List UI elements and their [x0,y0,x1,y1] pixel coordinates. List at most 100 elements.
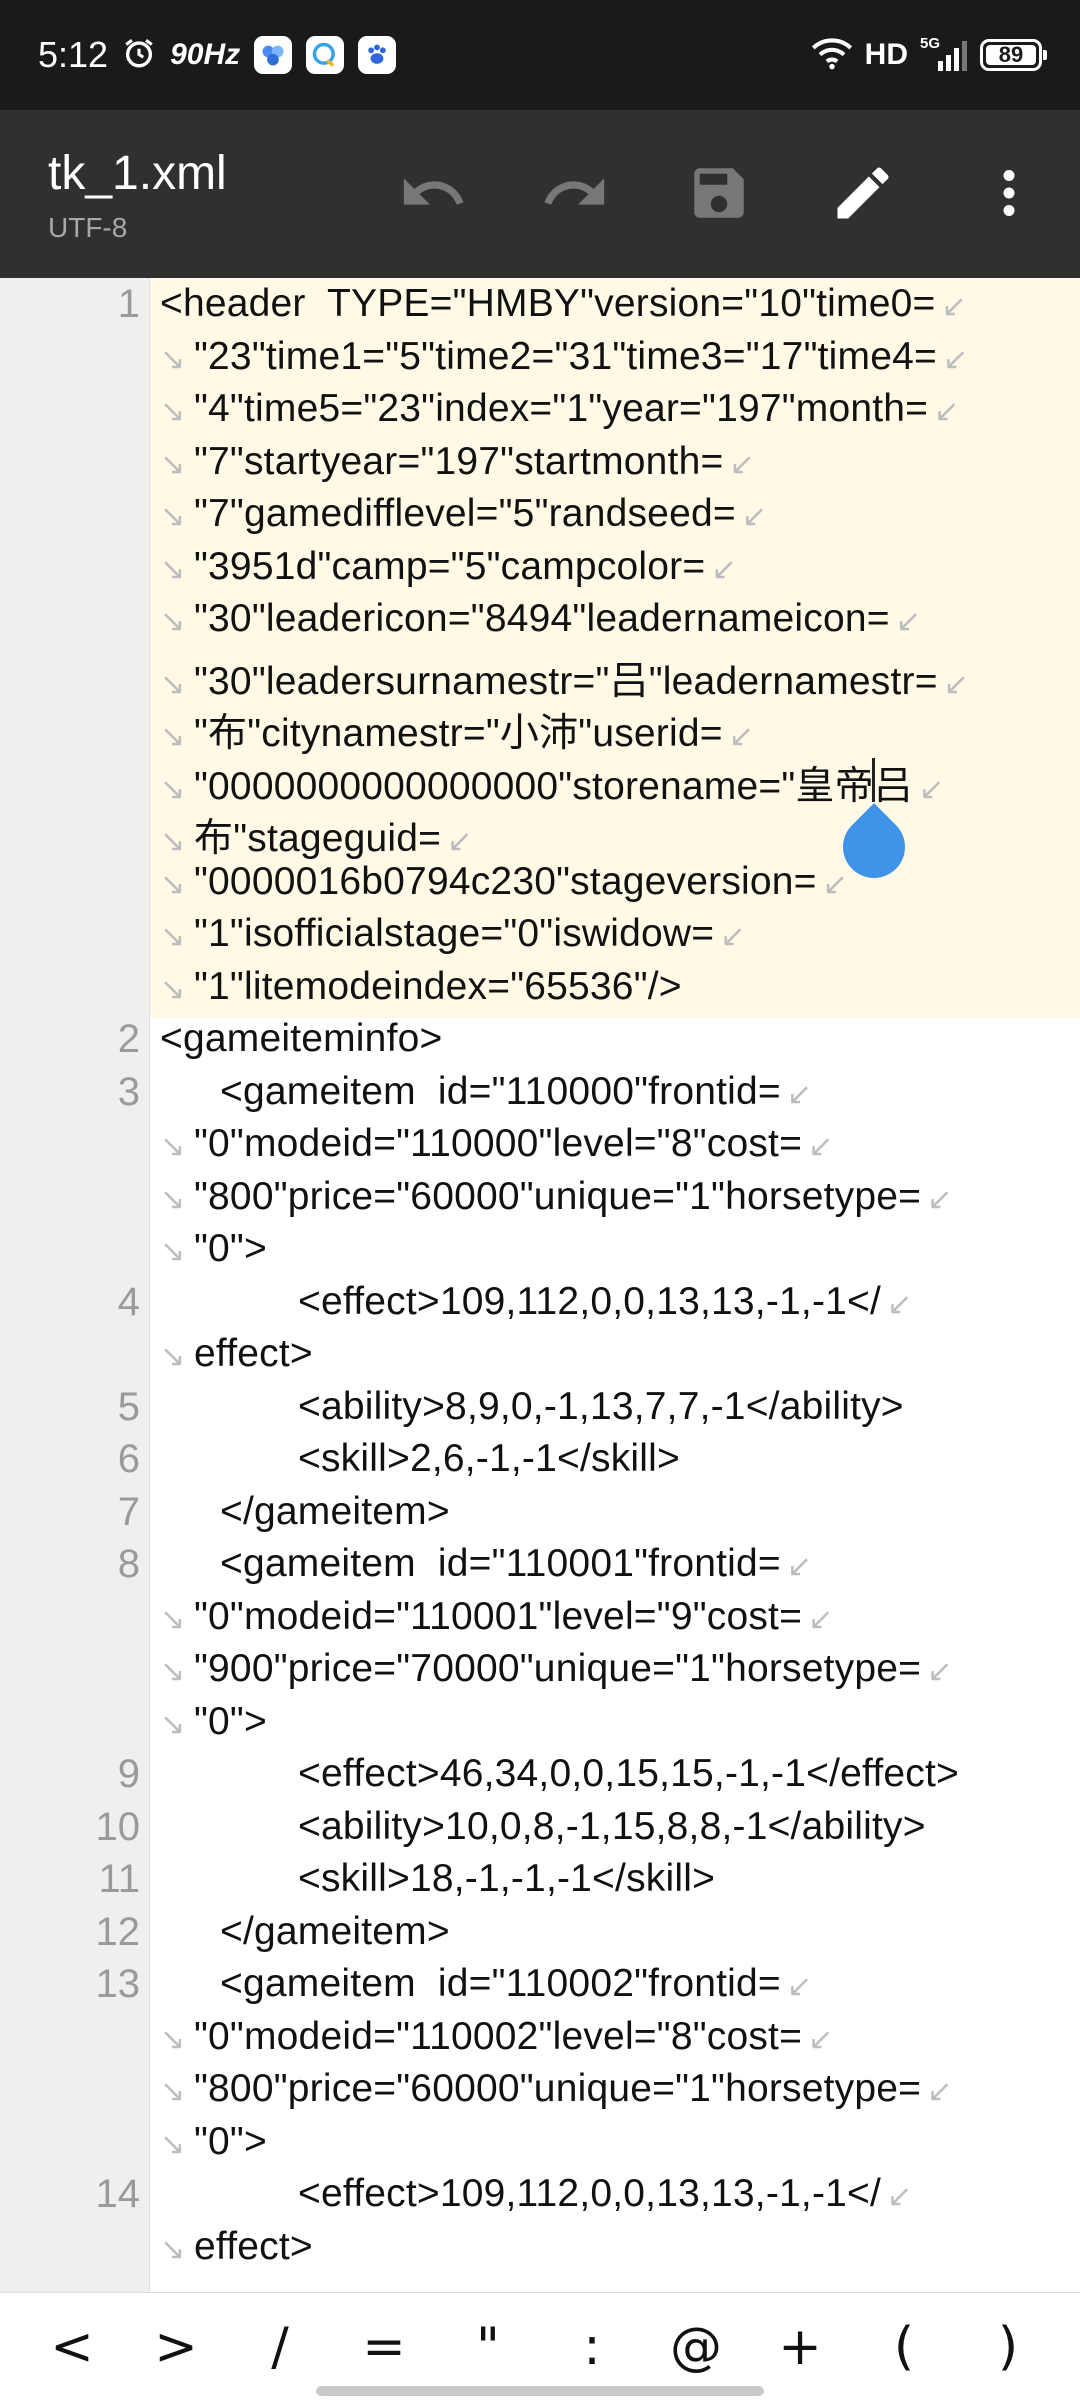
code-text: <gameitem id="110001"frontid= [220,1542,781,1585]
code-line[interactable]: <effect>46,34,0,0,15,15,-1,-1</effect> [298,1752,959,1796]
code-line[interactable]: ↘"0"modeid="110000"level="8"cost=↙ [160,1122,833,1166]
wrap-continuation-icon: ↘ [160,2075,186,2108]
code-text: "800"price="60000"unique="1"horsetype= [194,1174,922,1218]
wrap-marker-icon: ↙ [887,2180,913,2213]
symbol-key-equals[interactable]: = [362,2316,406,2377]
code-line[interactable]: ↘"布"citynamestr="小沛"userid=↙ [160,702,754,758]
code-line[interactable]: ↘effect> [160,1332,313,1376]
code-line[interactable]: <gameitem id="110002"frontid=↙ [220,1962,812,2006]
code-line[interactable]: <header TYPE="HMBY"version="10"time0=↙ [160,282,967,326]
code-line[interactable]: </gameitem> [220,1490,450,1534]
code-line[interactable]: ↘"7"startyear="197"startmonth=↙ [160,440,755,484]
redo-button[interactable] [530,150,620,240]
file-name[interactable]: tk_1.xml [48,147,227,200]
file-encoding[interactable]: UTF-8 [48,212,128,243]
wrap-marker-icon: ↙ [786,1550,813,1583]
wrap-marker-icon: ↙ [942,342,969,376]
code-line[interactable]: ↘"0"> [160,1700,267,1744]
alarm-icon [122,36,156,75]
code-text: "0"> [194,1699,267,1743]
code-line[interactable]: <effect>109,112,0,0,13,13,-1,-1</↙ [298,1280,912,1324]
wrap-marker-icon: ↙ [943,667,970,701]
line-number: 4 [117,1279,140,1324]
code-line[interactable]: <gameitem id="110000"frontid=↙ [220,1070,812,1114]
code-line[interactable]: <gameitem id="110001"frontid=↙ [220,1542,812,1586]
symbol-key-close-paren[interactable]: ) [997,2316,1019,2377]
code-line[interactable]: ↘effect> [160,2225,313,2269]
wrap-continuation-icon: ↘ [160,825,186,858]
code-line[interactable]: <ability>8,9,0,-1,13,7,7,-1</ability> [298,1385,904,1429]
wrap-marker-icon: ↙ [887,1287,913,1321]
symbol-key-plus[interactable]: + [778,2316,822,2377]
wrap-continuation-icon: ↘ [160,920,186,953]
network-hd-label: HD [864,38,908,71]
wrap-marker-icon: ↙ [720,920,746,953]
code-text: "0000016b0794c230"stageversion= [194,859,817,903]
code-text: "0"> [194,2119,267,2163]
wrap-continuation-icon: ↘ [160,867,186,901]
code-text: "3951d"camp="5"campcolor= [194,544,706,588]
wrap-marker-icon: ↙ [786,1970,813,2003]
wrap-marker-icon: ↙ [728,720,755,753]
line-number: 10 [95,1804,141,1849]
more-options-button[interactable] [964,150,1054,240]
symbol-key-at[interactable]: @ [670,2316,722,2377]
code-line[interactable]: ↘"0000000000000000"storename="皇帝吕↙ [160,755,944,811]
wrap-marker-icon: ↙ [741,500,768,533]
undo-icon [398,158,468,233]
code-line[interactable]: ↘"4"time5="23"index="1"year="197"month=↙ [160,387,960,431]
code-line[interactable]: ↘"1"litemodeindex="65536"/> [160,965,682,1009]
code-line[interactable]: ↘"800"price="60000"unique="1"horsetype=↙ [160,2067,952,2111]
symbol-key-colon[interactable]: : [583,2316,601,2377]
wrap-continuation-icon: ↘ [160,1340,186,1373]
code-line[interactable]: ↘布"stageguid=↙ [160,807,473,863]
code-line[interactable]: ↘"800"price="60000"unique="1"horsetype=↙ [160,1175,952,1219]
code-line[interactable]: ↘"0"modeid="110002"level="8"cost=↙ [160,2015,833,2059]
edit-button[interactable] [818,150,908,240]
code-text: </gameitem> [220,1909,450,1953]
code-line[interactable]: <gameiteminfo> [160,1017,442,1061]
symbol-key-slash[interactable]: / [271,2316,289,2377]
code-line[interactable]: <effect>109,112,0,0,13,13,-1,-1</↙ [298,2172,912,2216]
code-text: "4"time5="23"index="1"year="197"month= [194,387,929,430]
status-left: 5:12 90Hz [38,0,397,110]
code-editor[interactable]: <header TYPE="HMBY"version="10"time0=↙↘"… [0,278,1080,2292]
code-line[interactable]: ↘"900"price="70000"unique="1"horsetype=↙ [160,1647,952,1691]
redo-icon [540,158,610,233]
symbol-key-less-than[interactable]: < [50,2316,94,2377]
code-text: effect> [194,2224,313,2268]
save-button[interactable] [674,150,764,240]
wrap-marker-icon: ↙ [808,1602,834,1636]
code-line[interactable]: ↘"3951d"camp="5"campcolor=↙ [160,545,737,589]
wrap-marker-icon: ↙ [808,1130,834,1163]
symbol-key-greater-than[interactable]: > [154,2316,198,2377]
code-line[interactable]: <skill>18,-1,-1,-1</skill> [298,1857,715,1901]
code-line[interactable]: ↘"23"time1="5"time2="31"time3="17"time4=… [160,335,968,379]
symbol-key-quote[interactable]: " [476,2316,500,2377]
symbol-key-open-paren[interactable]: ( [893,2316,915,2377]
undo-button[interactable] [388,150,478,240]
battery-level: 89 [998,42,1024,67]
wrap-marker-icon: ↙ [729,447,755,481]
code-line[interactable]: ↘"0"> [160,1227,267,1271]
code-line[interactable]: ↘"1"isofficialstage="0"iswidow=↙ [160,912,746,956]
wrap-continuation-icon: ↘ [160,667,186,701]
code-text: "0"modeid="110002"level="8"cost= [194,2014,803,2058]
code-line[interactable]: ↘"0000016b0794c230"stageversion=↙ [160,860,848,904]
code-line[interactable]: ↘"30"leadericon="8494"leadernameicon=↙ [160,597,921,641]
code-line[interactable]: </gameitem> [220,1910,450,1954]
wrap-continuation-icon: ↘ [160,1602,186,1636]
code-line[interactable]: <ability>10,0,8,-1,15,8,8,-1</ability> [298,1805,926,1849]
code-line[interactable]: ↘"0"modeid="110001"level="9"cost=↙ [160,1595,833,1639]
code-line[interactable]: ↘"0"> [160,2120,267,2164]
wrap-marker-icon: ↙ [447,825,473,858]
signal-5g-label: 5G [920,35,941,52]
symbol-bar: < > / = " : @ + ( ) [0,2292,1080,2400]
code-line[interactable]: <skill>2,6,-1,-1</skill> [298,1437,680,1481]
wrap-continuation-icon: ↘ [160,1707,186,1741]
code-line[interactable]: ↘"30"leadersurnamestr="吕"leadernamestr=↙ [160,650,969,706]
code-line[interactable]: ↘"7"gamedifflevel="5"randseed=↙ [160,492,767,536]
home-indicator[interactable] [316,2386,764,2396]
line-number: 13 [95,1962,141,2006]
code-text: <effect>46,34,0,0,15,15,-1,-1</effect> [298,1752,960,1795]
